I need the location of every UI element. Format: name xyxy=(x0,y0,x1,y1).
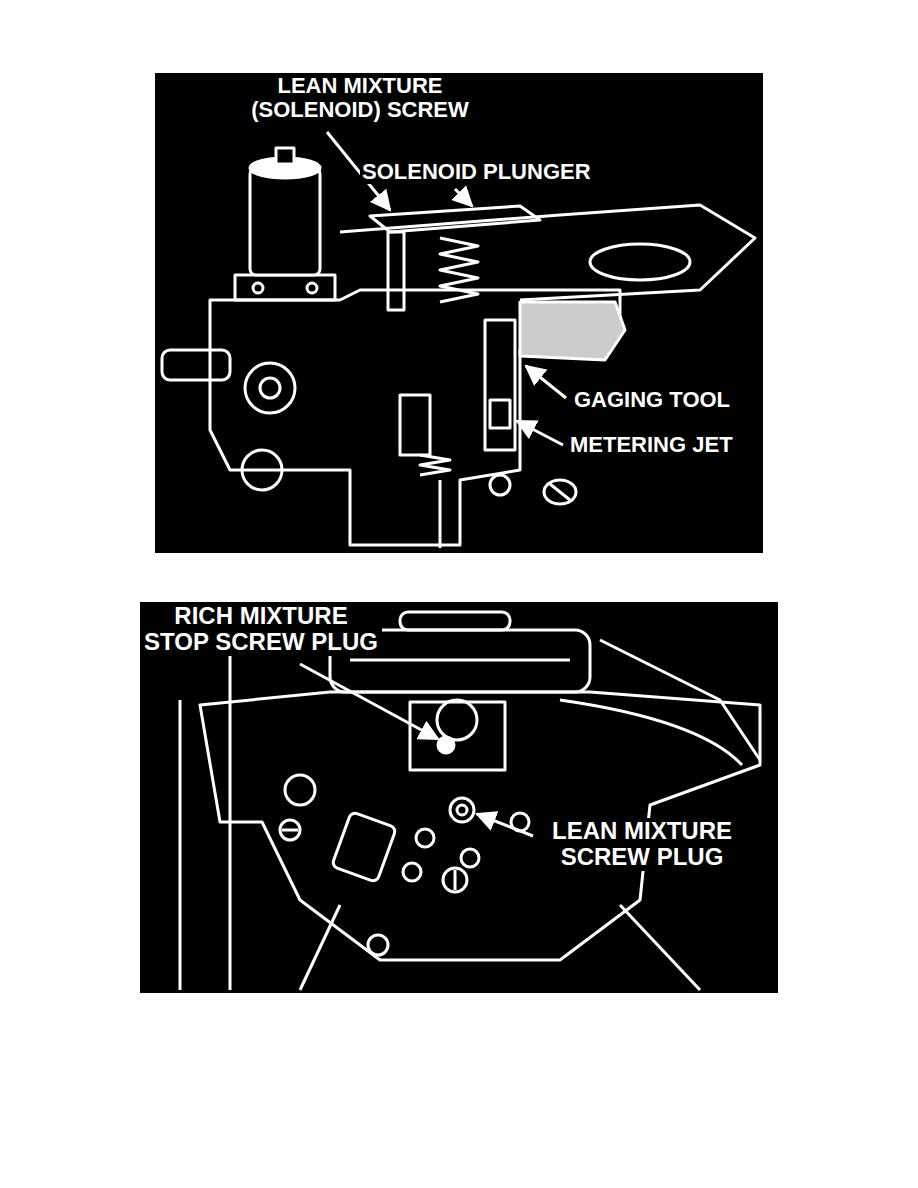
part-label: METERING JET xyxy=(568,433,735,457)
part-label: LEAN MIXTURE (SOLENOID) SCREW xyxy=(245,74,475,122)
part-label: SOLENOID PLUNGER xyxy=(360,160,593,184)
part-label: GAGING TOOL xyxy=(572,388,732,412)
part-label: LEAN MIXTURE SCREW PLUG xyxy=(540,818,744,871)
top-view xyxy=(140,602,778,993)
solenoid-view xyxy=(155,73,763,553)
part-label: RICH MIXTURE STOP SCREW PLUG xyxy=(140,603,382,656)
